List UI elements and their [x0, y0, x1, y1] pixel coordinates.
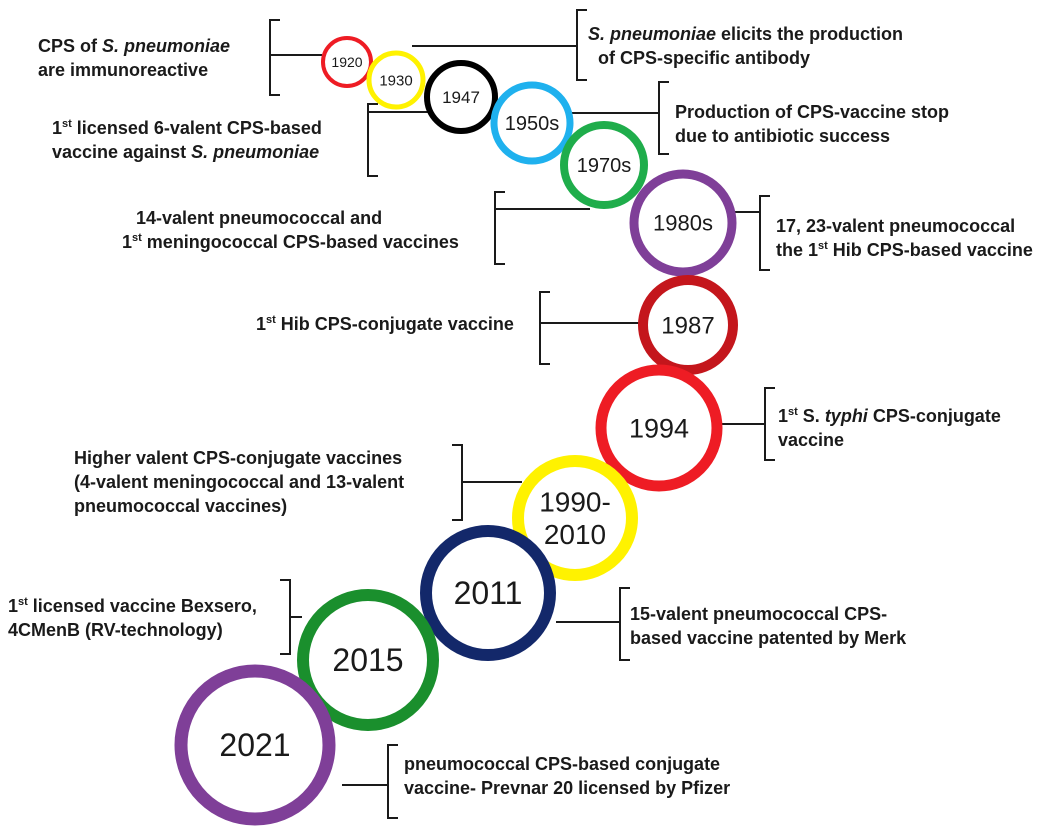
connector-1994 [720, 387, 775, 461]
note-2011: 15-valent pneumococcal CPS- based vaccin… [630, 604, 907, 648]
connector-1990 [452, 444, 522, 521]
ring-year-label: 1970s [577, 155, 632, 177]
ring-4 [560, 121, 648, 209]
note-1980s: 17, 23-valent pneumococcal the 1st Hib C… [776, 216, 1033, 260]
ring-year-label: 1990-2010 [539, 487, 611, 550]
ring-0 [321, 36, 373, 88]
connector-1987 [539, 291, 640, 365]
connector-2021 [342, 744, 398, 819]
ring-9 [420, 525, 556, 661]
ring-year-label: 1947 [442, 88, 480, 107]
ring-year-label: 2015 [332, 642, 403, 678]
note-2021: pneumococcal CPS-based conjugate vaccine… [404, 754, 731, 798]
ring-year-label: 1930 [379, 72, 412, 89]
ring-3 [490, 81, 574, 165]
connector-1970 [494, 191, 590, 265]
ring-5 [629, 169, 737, 277]
connector-1980 [735, 195, 770, 271]
connector-2015 [280, 579, 302, 655]
ring-8 [512, 455, 638, 581]
note-1970s: 14-valent pneumococcal and 1st meningoco… [122, 208, 459, 252]
ring-year-label: 1980s [653, 211, 713, 236]
connector-1930 [412, 9, 587, 81]
note-1987: 1st Hib CPS-conjugate vaccine [256, 314, 514, 334]
note-1947: 1st licensed 6-valent CPS-based vaccine … [52, 118, 322, 162]
connector-lines [269, 9, 775, 819]
ring-year-label: 1987 [661, 312, 714, 339]
connector-1920 [269, 19, 322, 96]
ring-11 [174, 664, 336, 826]
note-1920: CPS of S. pneumoniae are immunoreactive [38, 36, 231, 80]
note-1950s: Production of CPS-vaccine stop due to an… [675, 102, 950, 146]
ring-year-label: 1994 [629, 413, 689, 443]
ring-6 [638, 275, 738, 375]
ring-year-label: 1920 [331, 54, 362, 70]
ring-2 [424, 60, 498, 134]
note-2015: 1st licensed vaccine Bexsero, 4CMenB (RV… [8, 596, 257, 640]
ring-year-label: 1950s [505, 113, 560, 135]
ring-year-label: 2011 [454, 575, 523, 611]
connector-2011 [556, 587, 630, 661]
note-1994: 1st S. typhi CPS-conjugate vaccine [778, 406, 1001, 450]
ring-7 [595, 364, 723, 492]
ring-10 [297, 589, 439, 731]
ring-year-label: 2021 [219, 727, 290, 763]
note-1990-2010: Higher valent CPS-conjugate vaccines (4-… [74, 448, 405, 516]
connector-1947 [367, 103, 432, 177]
ring-1 [366, 50, 426, 110]
note-1930: S. pneumoniae elicits the production of … [588, 24, 904, 68]
